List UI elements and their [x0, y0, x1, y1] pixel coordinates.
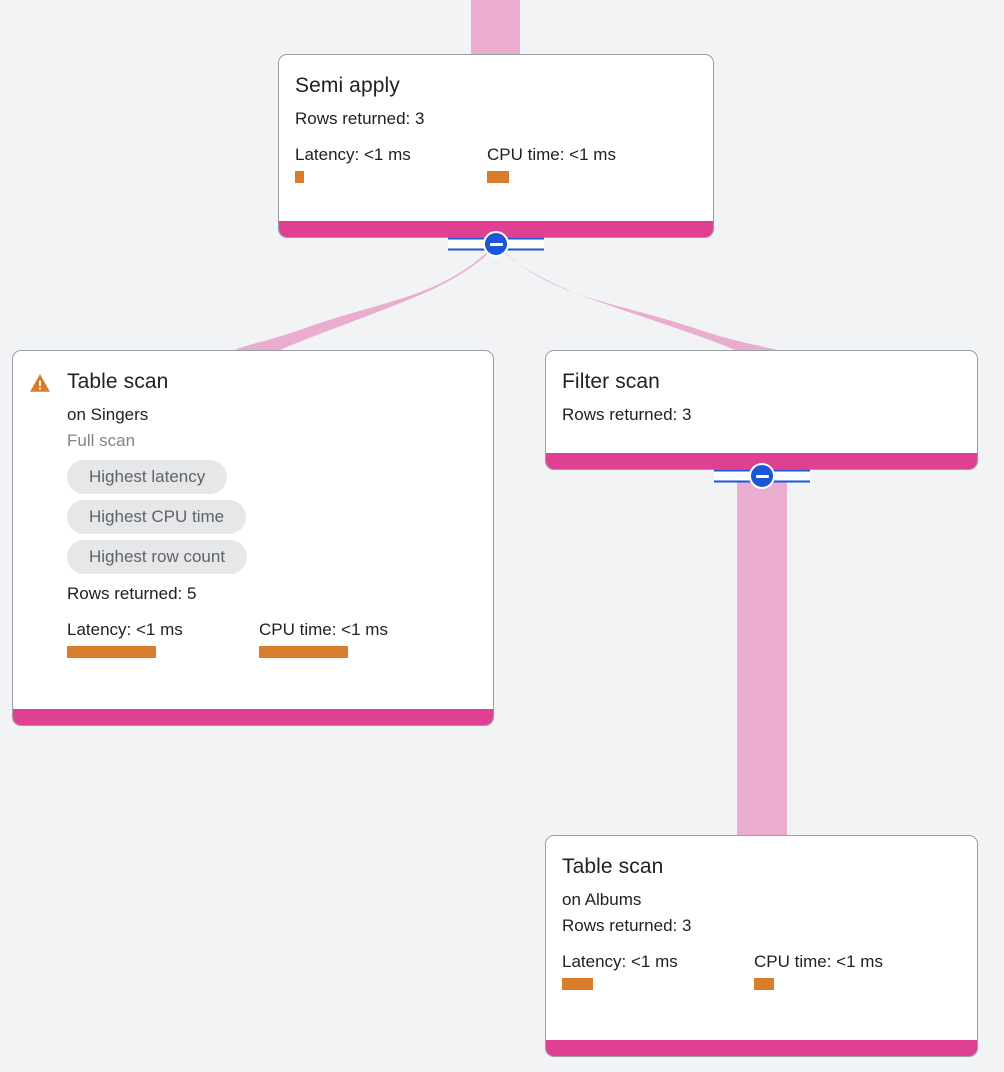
node-title: Table scan	[67, 370, 169, 393]
metric-cpu-time: CPU time: <1 ms	[754, 952, 883, 990]
metric-cpu-time: CPU time: <1 ms	[259, 620, 388, 658]
edge-root-to-semi-apply	[471, 0, 520, 58]
node-metrics: Latency: <1 ms CPU time: <1 ms	[67, 620, 477, 658]
node-accent-bar	[546, 453, 977, 469]
node-title-row: Table scan	[562, 854, 961, 880]
chip-highest-cpu-time[interactable]: Highest CPU time	[67, 500, 247, 534]
node-semi-apply[interactable]: Semi apply Rows returned: 3 Latency: <1 …	[278, 54, 714, 238]
rows-returned-label: Rows returned: 5	[67, 584, 197, 603]
node-title-row: Semi apply	[295, 73, 697, 99]
minus-glyph	[489, 242, 503, 246]
node-accent-bar	[279, 221, 713, 237]
metric-cpu-time: CPU time: <1 ms	[487, 145, 616, 183]
edge-semi-apply-to-table-scan-singers	[231, 244, 496, 352]
chip-highest-row-count[interactable]: Highest row count	[67, 540, 248, 574]
node-accent-bar	[546, 1040, 977, 1056]
node-title-row: Table scan	[29, 369, 477, 395]
metric-latency-label: Latency: <1 ms	[295, 145, 411, 164]
node-metrics: Latency: <1 ms CPU time: <1 ms	[562, 952, 961, 990]
metric-latency: Latency: <1 ms	[67, 620, 259, 658]
node-title-row: Filter scan	[562, 369, 961, 395]
toggle-semi-apply[interactable]	[448, 231, 544, 257]
rows-returned-label: Rows returned: 3	[295, 109, 425, 128]
toggle-filter-scan[interactable]	[714, 463, 810, 489]
metric-latency: Latency: <1 ms	[295, 145, 487, 183]
node-title: Table scan	[562, 855, 664, 878]
node-scan-type: Full scan	[67, 431, 136, 450]
node-details: on Singers Full scan Highest latency Hig…	[29, 395, 477, 658]
node-title: Filter scan	[562, 370, 660, 393]
node-table-scan-singers[interactable]: Table scan on Singers Full scan Highest …	[12, 350, 494, 726]
metric-cpu-time-label: CPU time: <1 ms	[259, 620, 388, 639]
minus-circle-icon[interactable]	[749, 463, 775, 489]
node-body: Table scan on Singers Full scan Highest …	[13, 351, 493, 709]
node-subtitle: on Singers	[67, 405, 149, 424]
rows-returned-label: Rows returned: 3	[562, 405, 692, 424]
metric-cpu-time-label: CPU time: <1 ms	[487, 145, 616, 164]
node-filter-scan[interactable]: Filter scan Rows returned: 3	[545, 350, 978, 470]
node-accent-bar	[13, 709, 493, 725]
metric-latency-label: Latency: <1 ms	[67, 620, 183, 639]
node-title: Semi apply	[295, 74, 400, 97]
node-subtitle: on Albums	[562, 890, 642, 909]
minus-glyph	[755, 474, 769, 478]
node-body: Filter scan Rows returned: 3	[546, 351, 977, 453]
edge-semi-apply-to-filter-scan	[496, 244, 784, 352]
node-table-scan-albums[interactable]: Table scan on Albums Rows returned: 3 La…	[545, 835, 978, 1057]
metric-latency-bar	[562, 978, 593, 990]
metric-cpu-time-bar	[487, 171, 509, 183]
rows-returned-label: Rows returned: 3	[562, 916, 692, 935]
metric-cpu-time-label: CPU time: <1 ms	[754, 952, 883, 971]
warning-triangle-icon	[30, 374, 50, 392]
chip-highest-latency[interactable]: Highest latency	[67, 460, 228, 494]
metric-cpu-time-bar	[259, 646, 348, 658]
minus-circle-icon[interactable]	[483, 231, 509, 257]
metric-latency-bar	[67, 646, 156, 658]
node-body: Semi apply Rows returned: 3 Latency: <1 …	[279, 55, 713, 221]
metric-cpu-time-bar	[754, 978, 774, 990]
metric-latency: Latency: <1 ms	[562, 952, 754, 990]
node-metrics: Latency: <1 ms CPU time: <1 ms	[295, 145, 697, 183]
node-chips: Highest latency Highest CPU time Highest…	[67, 460, 477, 574]
metric-latency-bar	[295, 171, 304, 183]
node-body: Table scan on Albums Rows returned: 3 La…	[546, 836, 977, 1040]
edge-filter-scan-to-table-scan-albums	[737, 470, 787, 845]
metric-latency-label: Latency: <1 ms	[562, 952, 678, 971]
